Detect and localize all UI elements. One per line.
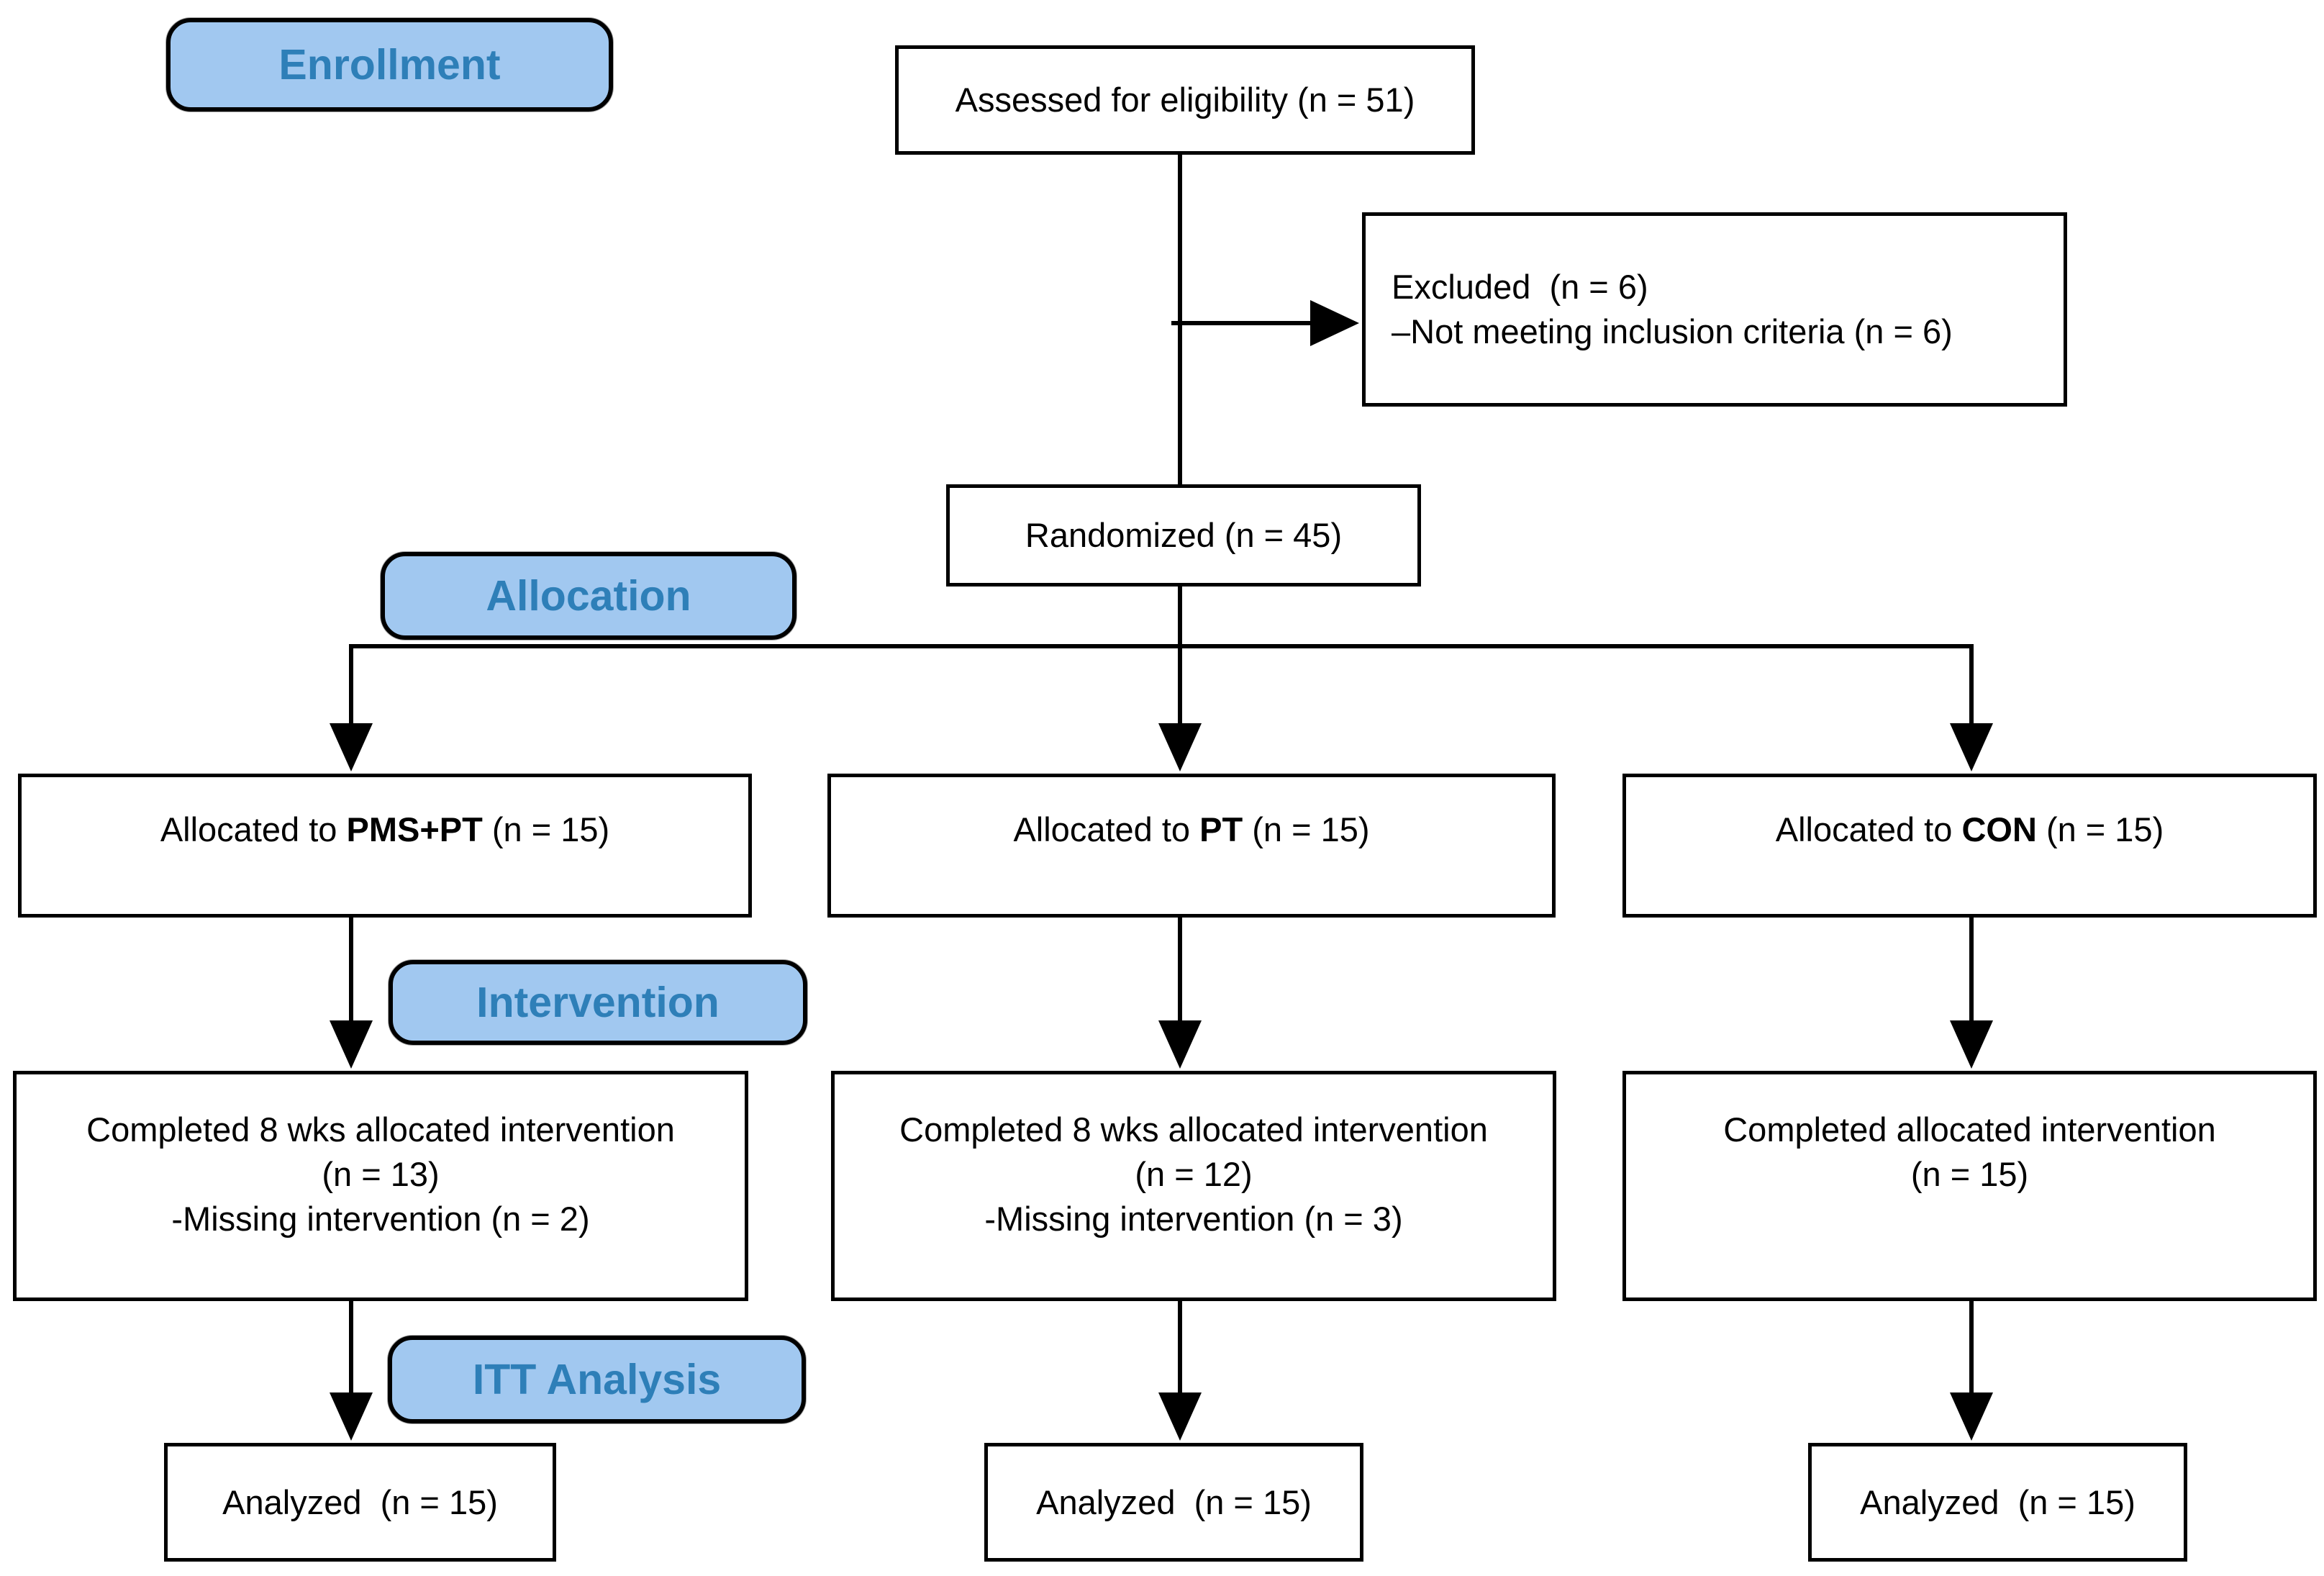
arrowhead-excluded: [1310, 300, 1359, 346]
stage-label-enrollment: Enrollment: [166, 18, 613, 112]
excluded-line-1: Excluded (n = 6): [1392, 268, 1648, 306]
allocated-con-box: Allocated to CON (n = 15): [1622, 774, 2317, 918]
allocated-pms-pt-text: Allocated to PMS+PT (n = 15): [160, 807, 609, 852]
analyzed-pms-pt-box: Analyzed (n = 15): [164, 1443, 556, 1562]
intervention-pt-box: Completed 8 wks allocated intervention (…: [831, 1071, 1556, 1301]
allocated-pt-group: PT: [1199, 810, 1243, 848]
intervention-pms-pt-box: Completed 8 wks allocated intervention (…: [13, 1071, 748, 1301]
stage-label-intervention: Intervention: [389, 960, 807, 1045]
allocated-con-prefix: Allocated to: [1775, 810, 1962, 848]
intervention-pms-pt-line-1: Completed 8 wks allocated intervention: [86, 1110, 675, 1149]
allocated-con-group: CON: [1961, 810, 2037, 848]
analyzed-pms-pt-text: Analyzed (n = 15): [222, 1482, 498, 1521]
arrowhead-alloc-pt: [1158, 723, 1202, 771]
stage-label-enrollment-text: Enrollment: [278, 41, 501, 89]
stage-label-itt-analysis: ITT Analysis: [388, 1336, 806, 1423]
stage-label-allocation: Allocation: [381, 552, 796, 640]
allocated-pms-pt-group: PMS+PT: [346, 810, 483, 848]
analyzed-con-box: Analyzed (n = 15): [1808, 1443, 2187, 1562]
allocated-pt-box: Allocated to PT (n = 15): [827, 774, 1556, 918]
intervention-con-line-1: Completed allocated intervention: [1723, 1110, 2216, 1149]
arrowhead-int-pt: [1158, 1020, 1202, 1069]
assessed-for-eligibility-box: Assessed for eligibility (n = 51): [895, 45, 1475, 155]
intervention-pt-line-2: (n = 12): [1135, 1155, 1253, 1193]
arrowhead-int-con: [1950, 1020, 1993, 1069]
arrowhead-int-pms: [330, 1020, 373, 1069]
excluded-line-2: –Not meeting inclusion criteria (n = 6): [1392, 312, 1953, 350]
analyzed-pt-box: Analyzed (n = 15): [984, 1443, 1363, 1562]
intervention-con-line-2: (n = 15): [1910, 1155, 2029, 1193]
arrowhead-an-pms: [330, 1392, 373, 1441]
intervention-pt-line-1: Completed 8 wks allocated intervention: [899, 1110, 1488, 1149]
analyzed-con-text: Analyzed (n = 15): [1860, 1482, 2135, 1521]
allocated-pms-pt-box: Allocated to PMS+PT (n = 15): [18, 774, 752, 918]
randomized-box: Randomized (n = 45): [946, 484, 1421, 587]
intervention-pms-pt-line-2: (n = 13): [322, 1155, 440, 1193]
stage-label-itt-analysis-text: ITT Analysis: [472, 1356, 722, 1403]
excluded-box: Excluded (n = 6) –Not meeting inclusion …: [1362, 212, 2067, 407]
arrowhead-alloc-pms: [330, 723, 373, 771]
randomized-text: Randomized (n = 45): [1025, 516, 1343, 554]
allocated-pms-pt-count: (n = 15): [482, 810, 610, 848]
intervention-pms-pt-line-3: -Missing intervention (n = 2): [171, 1200, 590, 1238]
stage-label-allocation-text: Allocation: [486, 572, 691, 620]
allocated-pt-text: Allocated to PT (n = 15): [1013, 807, 1369, 852]
assessed-text: Assessed for eligibility (n = 51): [955, 81, 1415, 119]
analyzed-pt-text: Analyzed (n = 15): [1036, 1482, 1312, 1521]
allocated-pt-count: (n = 15): [1243, 810, 1370, 848]
allocated-con-count: (n = 15): [2036, 810, 2164, 848]
allocated-pms-pt-prefix: Allocated to: [160, 810, 347, 848]
stage-label-intervention-text: Intervention: [476, 979, 720, 1026]
arrowhead-an-pt: [1158, 1392, 1202, 1441]
intervention-pt-line-3: -Missing intervention (n = 3): [984, 1200, 1403, 1238]
intervention-con-box: Completed allocated intervention (n = 15…: [1622, 1071, 2317, 1301]
arrowhead-an-con: [1950, 1392, 1993, 1441]
allocated-con-text: Allocated to CON (n = 15): [1776, 807, 2164, 852]
allocated-pt-prefix: Allocated to: [1013, 810, 1200, 848]
arrowhead-alloc-con: [1950, 723, 1993, 771]
